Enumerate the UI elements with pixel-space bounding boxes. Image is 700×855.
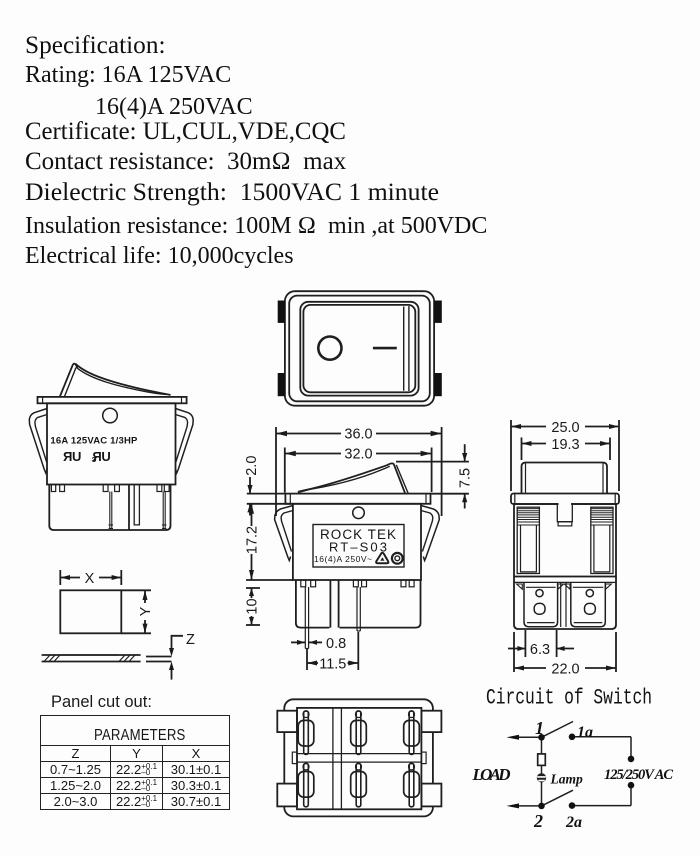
svg-text:X: X <box>85 571 95 587</box>
svg-text:Circuit of Switch: Circuit of Switch <box>486 686 652 711</box>
svg-text:ROCK TEK: ROCK TEK <box>320 527 396 542</box>
svg-text:1a: 1a <box>577 724 593 741</box>
svg-text:6.3: 6.3 <box>530 642 550 658</box>
svg-text:Y: Y <box>138 606 154 616</box>
svg-text:36.0: 36.0 <box>344 427 372 443</box>
svg-text:Z: Z <box>186 632 195 648</box>
svg-text:UR: UR <box>92 449 111 464</box>
svg-text:125/250V AC: 125/250V AC <box>604 767 673 783</box>
svg-text:c: c <box>91 454 96 464</box>
svg-text:22.0: 22.0 <box>551 662 579 678</box>
svg-text:0.8: 0.8 <box>326 636 346 652</box>
svg-text:2a: 2a <box>565 814 582 831</box>
svg-text:LOAD: LOAD <box>472 765 511 784</box>
svg-text:17.2: 17.2 <box>245 526 261 554</box>
svg-text:2: 2 <box>533 811 543 831</box>
svg-text:19.3: 19.3 <box>551 437 579 453</box>
svg-text:16(4)A 250V~: 16(4)A 250V~ <box>314 554 372 564</box>
svg-text:16A 125VAC 1/3HP: 16A 125VAC 1/3HP <box>50 436 138 447</box>
svg-text:Lamp: Lamp <box>550 772 583 787</box>
svg-text:UR: UR <box>62 449 81 464</box>
svg-text:10: 10 <box>245 598 261 614</box>
svg-text:7.5: 7.5 <box>458 468 474 488</box>
svg-text:11.5: 11.5 <box>319 657 346 673</box>
svg-text:25.0: 25.0 <box>551 420 579 436</box>
svg-text:1: 1 <box>535 718 544 738</box>
svg-text:32.0: 32.0 <box>344 447 372 463</box>
svg-text:2.0: 2.0 <box>244 456 260 476</box>
